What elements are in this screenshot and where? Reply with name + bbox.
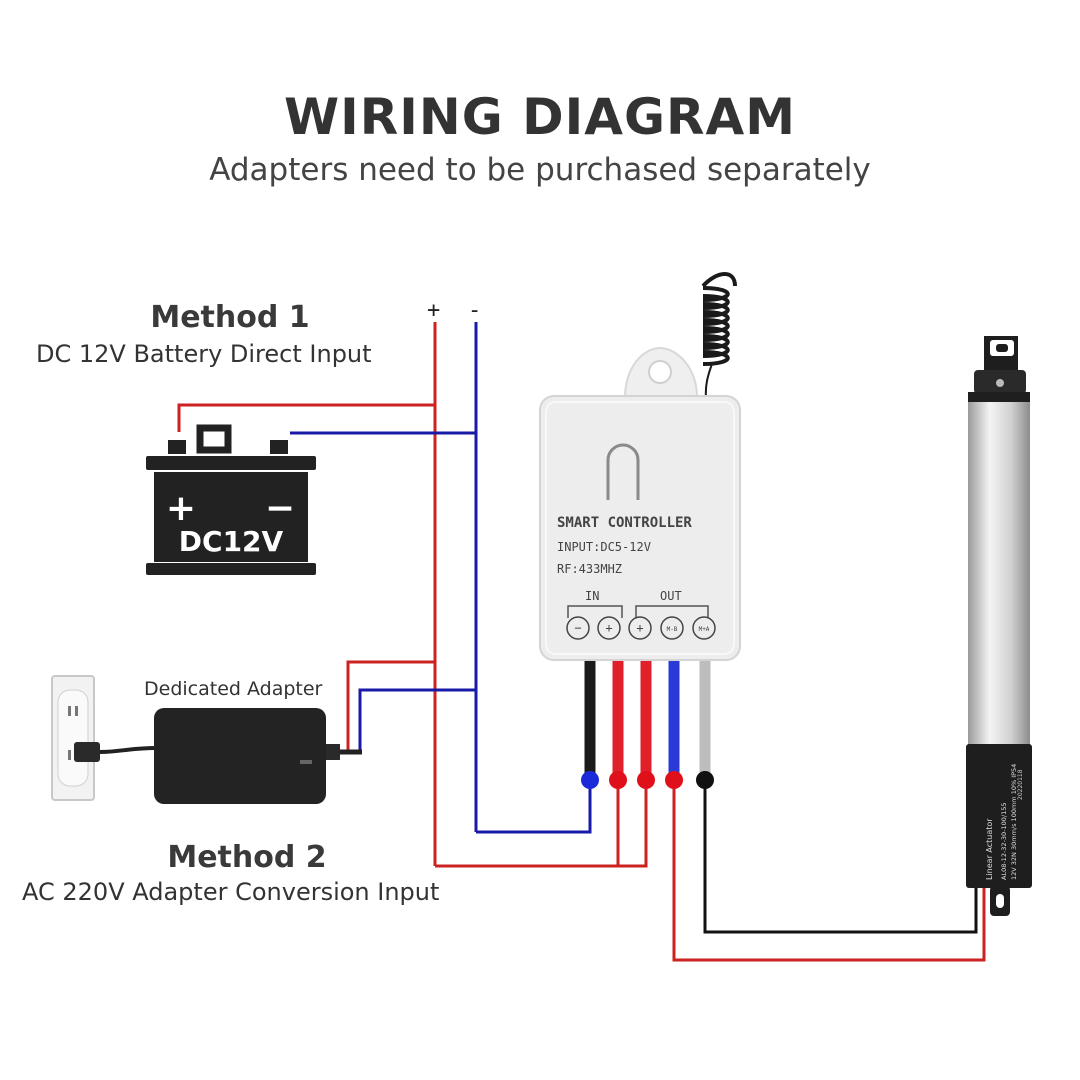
- controller-name: SMART CONTROLLER: [557, 515, 692, 531]
- actuator-label-line3: 12V 32N 30mm/s 100mm 10% IP54: [1010, 764, 1018, 880]
- diagram-title: WIRING DIAGRAM: [284, 88, 796, 146]
- terminal-in-plus: +: [605, 621, 612, 635]
- rf-antenna-icon: [701, 272, 737, 399]
- controller-out-label: OUT: [660, 589, 682, 603]
- controller-rf-spec: RF:433MHZ: [557, 562, 622, 576]
- actuator-red-wire: [672, 780, 986, 962]
- battery-voltage-label: DC12V: [179, 525, 284, 558]
- method1-title: Method 1: [150, 300, 310, 335]
- controller-output-leads: [584, 660, 711, 780]
- actuator-black-wire: [703, 780, 978, 934]
- battery-icon: + − DC12V: [146, 424, 316, 575]
- controller-input-spec: INPUT:DC5-12V: [557, 540, 651, 554]
- terminal-out-mb: M-B: [667, 626, 678, 633]
- controller-in-label: IN: [585, 589, 599, 603]
- linear-actuator: Linear Actuator AL08-12-32-30-100/155 12…: [966, 336, 1032, 916]
- positive-wire-bus: [177, 322, 648, 868]
- polarity-minus: -: [468, 298, 482, 323]
- polarity-plus: +: [427, 298, 441, 323]
- smart-controller: SMART CONTROLLER INPUT:DC5-12V RF:433MHZ…: [539, 346, 741, 661]
- actuator-date-code: 20220118: [1017, 769, 1024, 800]
- diagram-subtitle: Adapters need to be purchased separately: [209, 152, 871, 188]
- battery-minus-sign: −: [265, 488, 295, 529]
- wall-outlet-icon: [51, 675, 100, 801]
- actuator-label-line2: AL08-12-32-30-100/155: [1000, 802, 1008, 880]
- terminal-in-minus: −: [574, 621, 581, 635]
- method1-subtitle: DC 12V Battery Direct Input: [36, 340, 372, 368]
- adapter-label: Dedicated Adapter: [144, 678, 323, 700]
- method2-subtitle: AC 220V Adapter Conversion Input: [22, 878, 440, 906]
- negative-wire-bus: [290, 322, 592, 834]
- terminal-out-plus: +: [636, 621, 643, 635]
- actuator-label-line1: Linear Actuator: [985, 818, 994, 880]
- terminal-out-ma: M+A: [699, 626, 710, 633]
- power-adapter-icon: [99, 708, 362, 804]
- wire-junction-dots: [581, 771, 714, 789]
- battery-plus-sign: +: [166, 488, 196, 529]
- method2-title: Method 2: [167, 840, 327, 875]
